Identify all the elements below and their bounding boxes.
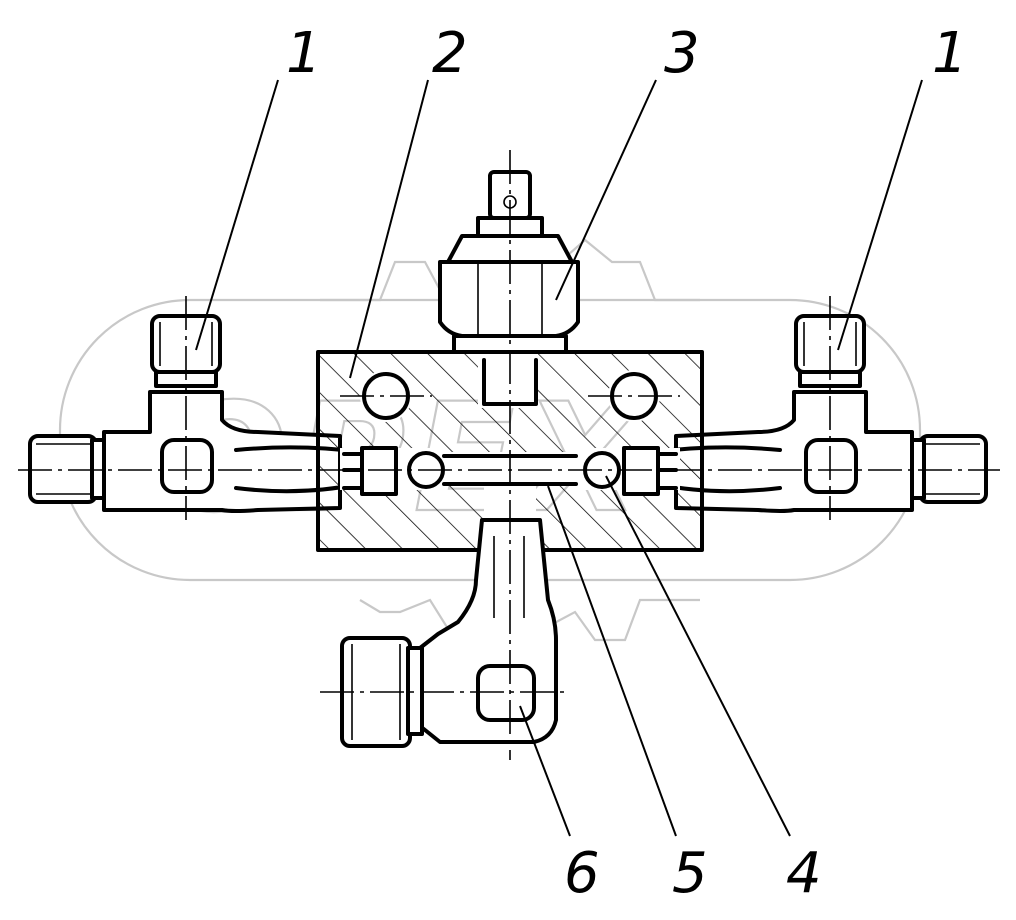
callout-labels: 1 2 3 1 6 5 4 bbox=[286, 21, 968, 906]
right-tee-fitting bbox=[654, 314, 988, 513]
callout-1-left: 1 bbox=[286, 21, 322, 86]
callout-6: 6 bbox=[564, 841, 600, 906]
elbow-fitting bbox=[340, 518, 558, 748]
top-valve-assembly bbox=[438, 170, 580, 354]
callout-3: 3 bbox=[664, 21, 700, 86]
left-tee-fitting bbox=[28, 314, 362, 513]
callout-5: 5 bbox=[672, 841, 708, 906]
leader-lines bbox=[195, 79, 923, 837]
callout-2: 2 bbox=[432, 21, 468, 86]
callout-1-right: 1 bbox=[932, 21, 968, 86]
center-lines bbox=[18, 150, 1000, 760]
callout-4: 4 bbox=[786, 841, 822, 906]
